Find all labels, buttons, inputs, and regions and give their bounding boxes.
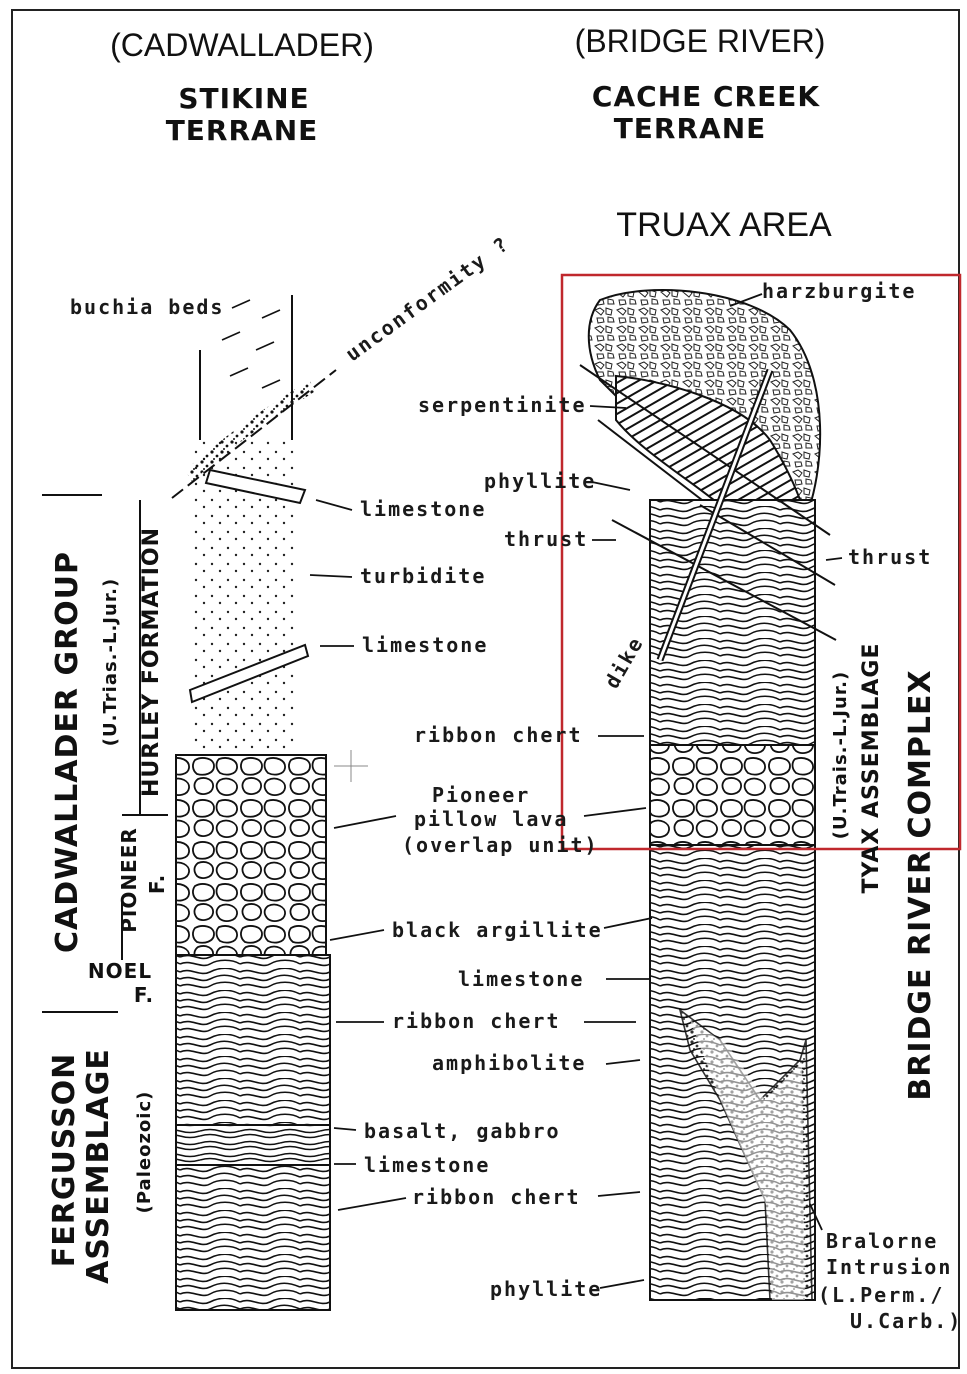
label-basalt-gabbro: basalt, gabbro	[364, 1119, 561, 1143]
fergusson-age-label: (Paleozoic)	[134, 1091, 155, 1214]
label-serpentinite: serpentinite	[418, 393, 587, 417]
noel-formation-abbr: F.	[134, 983, 154, 1007]
intrusion-age1: (L.Perm./	[818, 1283, 944, 1307]
left-terrane-line2: TERRANE	[166, 114, 319, 147]
fergusson-assemblage-line2: ASSEMBLAGE	[81, 1048, 116, 1284]
label-limestone-2: limestone	[362, 633, 488, 657]
intrusion-line1: Bralorne	[826, 1229, 938, 1253]
label-ribbon-chert-3: ribbon chert	[412, 1185, 581, 1209]
thrust-right-label: thrust	[848, 545, 932, 569]
pioneer-formation-abbr: F.	[145, 874, 169, 894]
group-name-label: CADWALLADER GROUP	[50, 551, 85, 953]
label-limestone-4: limestone	[364, 1153, 490, 1177]
left-location-title: (CADWALLADER)	[110, 27, 374, 63]
label-thrust: thrust	[504, 527, 588, 551]
label-pioneer-2: pillow lava	[414, 807, 568, 831]
label-harzburgite: harzburgite	[762, 279, 916, 303]
label-limestone-1: limestone	[360, 497, 486, 521]
right-terrane-line1: CACHE CREEK	[592, 80, 820, 113]
label-pioneer-1: Pioneer	[432, 783, 530, 807]
label-ribbon-chert-2: ribbon chert	[392, 1009, 561, 1033]
label-amphibolite: amphibolite	[432, 1051, 586, 1075]
unconformity-label: unconformity ?	[341, 231, 514, 366]
label-phyllite-bottom: phyllite	[490, 1277, 602, 1301]
buchia-beds-label: buchia beds	[70, 295, 224, 319]
area-title: TRUAX AREA	[616, 206, 832, 244]
left-terrane-line1: STIKINE	[178, 82, 309, 115]
right-stratigraphic-column	[580, 290, 836, 1300]
tyax-assemblage-label: TYAX ASSEMBLAGE	[859, 642, 884, 893]
label-pioneer-3: (overlap unit)	[402, 833, 599, 857]
tyax-age-label: (U.Trais.-L.Jur.)	[830, 671, 851, 839]
right-location-title: (BRIDGE RIVER)	[575, 23, 826, 59]
intrusion-age2: U.Carb.)	[850, 1309, 962, 1333]
pioneer-formation-label: PIONEER	[117, 827, 141, 933]
noel-formation-label: NOEL	[88, 959, 152, 983]
left-stratigraphic-column	[172, 295, 336, 1310]
bridge-river-complex-label: BRIDGE RIVER COMPLEX	[903, 669, 938, 1100]
hurley-formation-label: HURLEY FORMATION	[139, 527, 164, 797]
crosshair-icon	[334, 750, 368, 782]
label-black-argillite: black argillite	[392, 918, 603, 942]
label-phyllite-top: phyllite	[484, 469, 596, 493]
dike-label: dike	[600, 632, 649, 693]
intrusion-line2: Intrusion	[826, 1255, 952, 1279]
label-turbidite: turbidite	[360, 564, 486, 588]
group-age-label: (U.Trias.-L.Jur.)	[100, 578, 121, 746]
fergusson-assemblage-line1: FERGUSSON	[47, 1053, 82, 1268]
label-limestone-3: limestone	[458, 967, 584, 991]
right-terrane-line2: TERRANE	[614, 112, 767, 145]
label-ribbon-chert-1: ribbon chert	[414, 723, 583, 747]
